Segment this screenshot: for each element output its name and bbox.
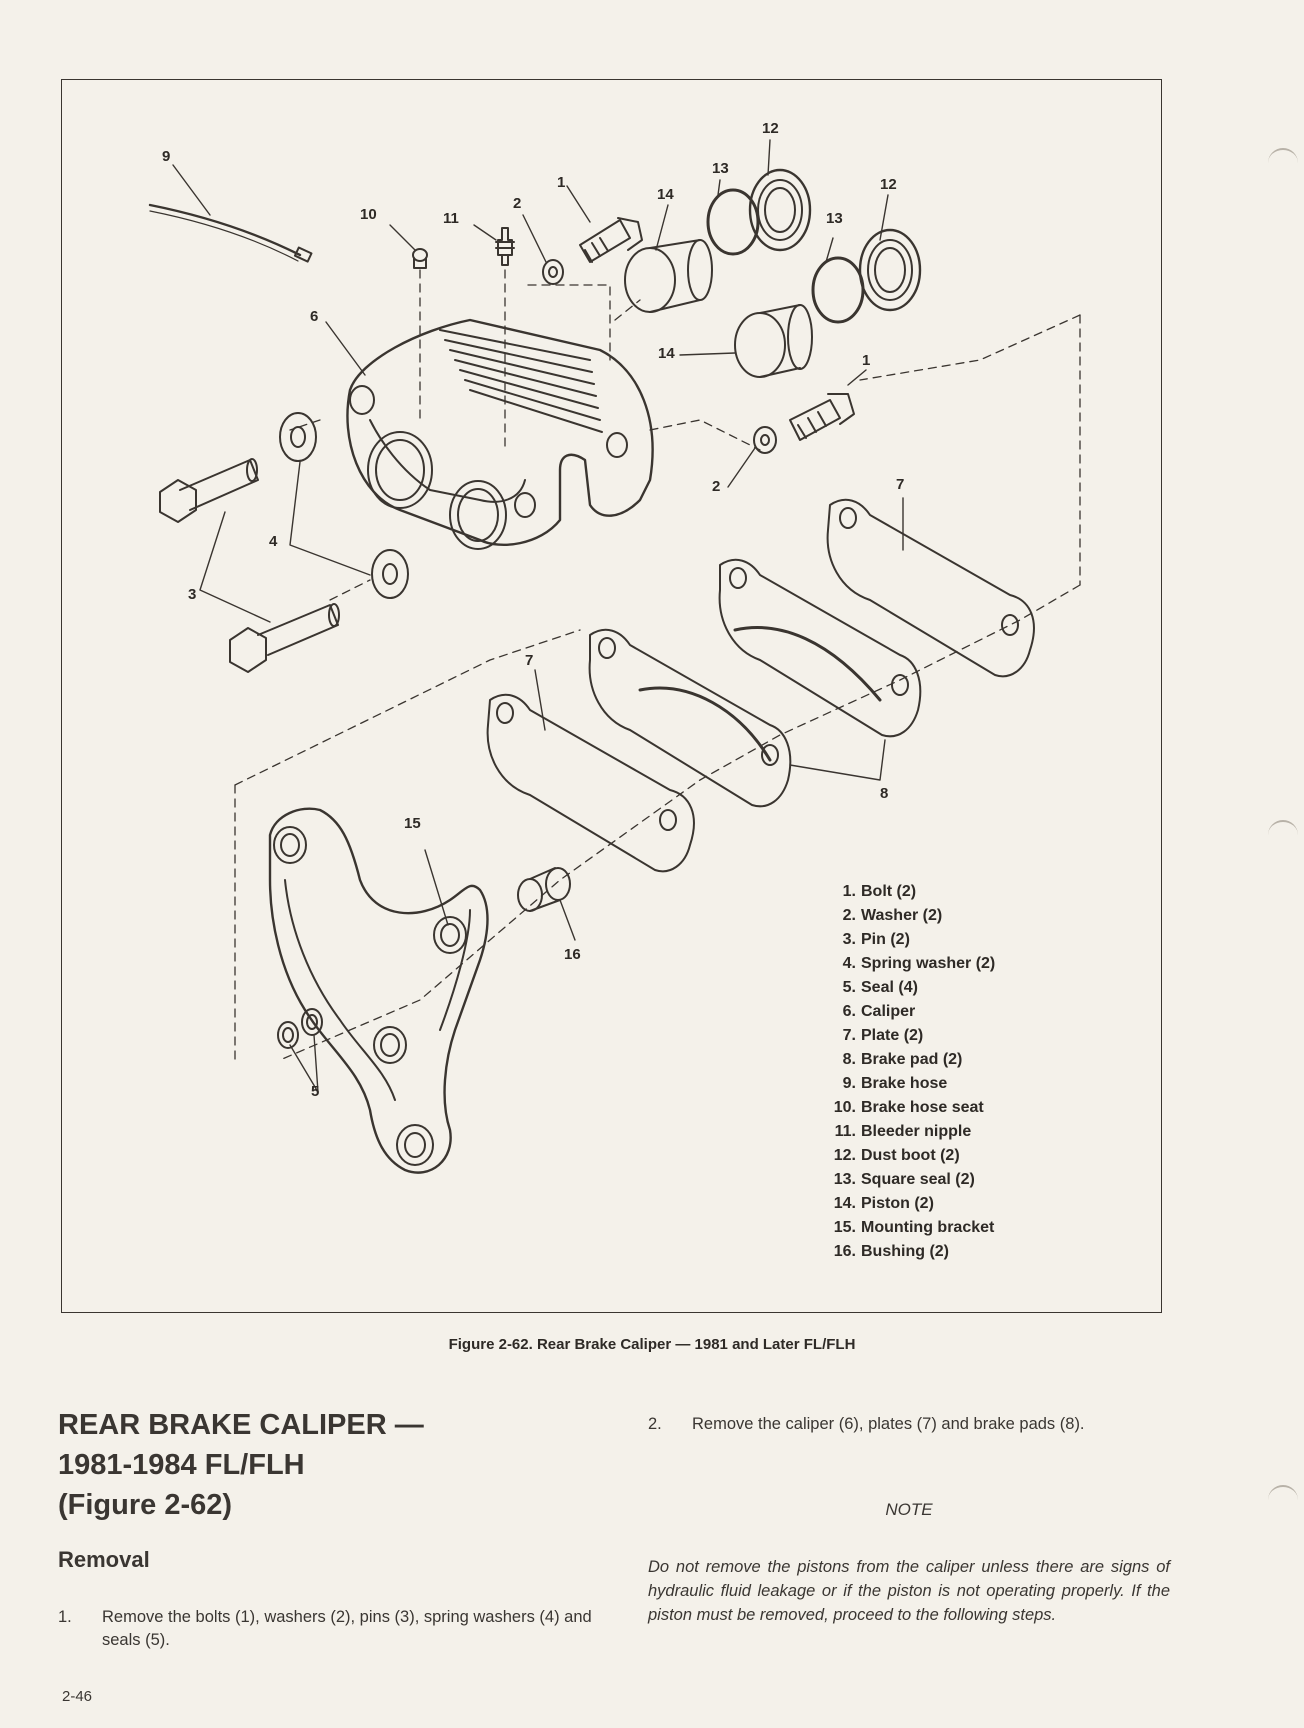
pin-upper (159, 458, 259, 523)
binder-hole-mark (1268, 1485, 1298, 1501)
callout-3: 3 (188, 586, 197, 603)
lower-bolt (789, 393, 855, 441)
callout-12-upper: 12 (762, 120, 779, 137)
square-seal-upper (706, 188, 760, 256)
step-index: 2. (648, 1415, 662, 1433)
step-text: Remove the caliper (6), plates (7) and b… (692, 1415, 1085, 1433)
plate-right (826, 498, 1035, 678)
callout-5: 5 (311, 1083, 320, 1100)
step-text: Remove the bolts (1), washers (2), pins … (102, 1608, 592, 1649)
step-item: 2. Remove the caliper (6), plates (7) an… (648, 1413, 1170, 1436)
legend-item: 14.Piston (2) (833, 1195, 934, 1212)
seal-right (301, 1008, 323, 1036)
section-title: REAR BRAKE CALIPER — 1981-1984 FL/FLH (F… (58, 1405, 618, 1525)
legend-item: 9.Brake hose (842, 1075, 948, 1092)
legend-item: 2.Washer (2) (842, 907, 943, 924)
caliper-body (346, 318, 654, 550)
brake-pad-right (718, 558, 922, 738)
callout-1-upper: 1 (557, 174, 566, 191)
mounting-bracket (268, 807, 489, 1174)
legend-item: 11.Bleeder nipple (834, 1123, 972, 1140)
callout-9: 9 (162, 148, 171, 165)
dust-boot-upper (748, 168, 812, 252)
upper-bolt (579, 217, 643, 263)
note-text: Do not remove the pistons from the calip… (648, 1558, 1170, 1624)
legend-item: 8.Brake pad (2) (842, 1051, 963, 1068)
legend-item: 16.Bushing (2) (833, 1243, 949, 1260)
callout-1-lower: 1 (862, 352, 871, 369)
step-index: 1. (58, 1608, 72, 1626)
square-seal-lower (811, 256, 865, 324)
lower-washer (753, 426, 777, 454)
dust-boot-lower (858, 228, 922, 312)
section-title-line: REAR BRAKE CALIPER — (58, 1409, 424, 1441)
callout-14-lower: 14 (658, 345, 675, 362)
page-number: 2-46 (62, 1688, 93, 1705)
figure-frame (61, 79, 1162, 1313)
upper-washer (542, 259, 564, 285)
callout-7-right: 7 (896, 476, 905, 493)
binder-hole-mark (1268, 820, 1298, 836)
assembly-centerlines (234, 269, 1081, 1061)
section-title-line: (Figure 2-62) (58, 1489, 233, 1521)
callout-13-upper: 13 (712, 160, 729, 177)
piston-upper (624, 239, 713, 313)
legend-item: 3.Pin (2) (842, 931, 910, 948)
callout-4: 4 (269, 533, 278, 550)
legend-item: 7.Plate (2) (842, 1027, 924, 1044)
callout-7-left: 7 (525, 652, 534, 669)
binder-hole-mark (1268, 148, 1298, 164)
spring-washer-upper (279, 412, 317, 462)
seal-left (277, 1021, 299, 1049)
legend-item: 5.Seal (4) (842, 979, 918, 996)
callout-2-lower: 2 (712, 478, 721, 495)
callout-10: 10 (360, 206, 377, 223)
bushing (517, 867, 571, 912)
step-item: 1. Remove the bolts (1), washers (2), pi… (58, 1606, 598, 1652)
bleeder-nipple (495, 227, 515, 266)
callout-6: 6 (310, 308, 319, 325)
subsection-title: Removal (58, 1547, 150, 1572)
brake-hose-seat (412, 248, 428, 269)
parts-legend: 1.Bolt (2) 2.Washer (2) 3.Pin (2) 4.Spri… (820, 880, 996, 1264)
plate-left (486, 693, 695, 873)
legend-item: 15.Mounting bracket (833, 1219, 995, 1236)
legend-item: 12.Dust boot (2) (833, 1147, 960, 1164)
callout-2-upper: 2 (513, 195, 522, 212)
legend-item: 4.Spring washer (2) (842, 955, 996, 972)
callout-12-lower: 12 (880, 176, 897, 193)
legend-item: 6.Caliper (842, 1003, 916, 1020)
brake-hose (148, 203, 313, 263)
note-label: NOTE (885, 1500, 933, 1519)
callout-16: 16 (564, 946, 581, 963)
callout-13-lower: 13 (826, 210, 843, 227)
callout-11: 11 (443, 210, 459, 227)
legend-item: 10.Brake hose seat (833, 1099, 984, 1116)
callout-14-upper: 14 (657, 186, 674, 203)
legend-item: 1.Bolt (2) (842, 883, 917, 900)
section-title-line: 1981-1984 FL/FLH (58, 1449, 305, 1481)
legend-item: 13.Square seal (2) (833, 1171, 975, 1188)
figure-caption: Figure 2-62. Rear Brake Caliper — 1981 a… (448, 1336, 856, 1353)
pin-lower (229, 603, 340, 673)
callout-leaders (172, 139, 904, 1093)
callout-15: 15 (404, 815, 421, 832)
piston-lower (734, 304, 813, 378)
spring-washer-lower (371, 549, 409, 599)
brake-pad-left (588, 628, 792, 808)
callout-8: 8 (880, 785, 889, 802)
